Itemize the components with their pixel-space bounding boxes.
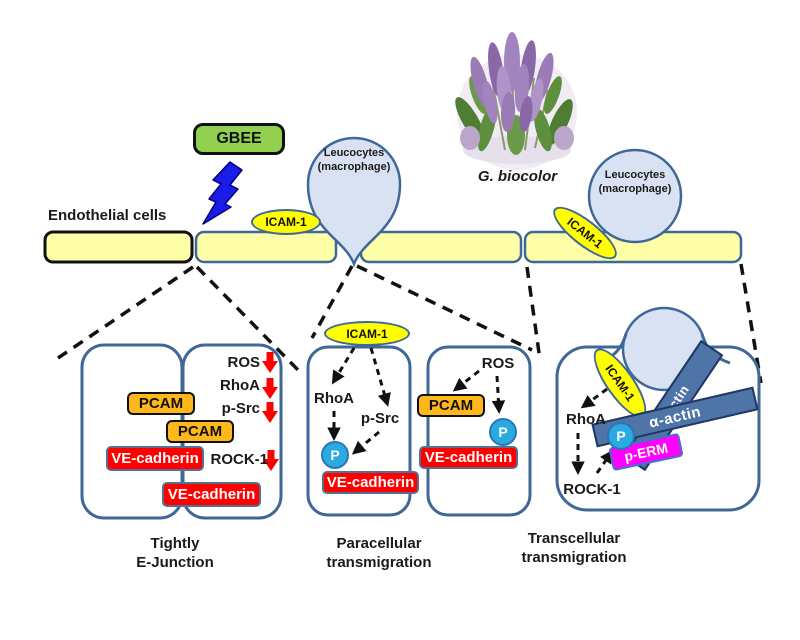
ve-cadherin-box: VE-cadherin [419,446,518,469]
down-arrow-icon [262,402,278,423]
lightning-bolt-icon [202,161,243,225]
pcam-box: PCAM [166,420,234,443]
psrc-label: p-Src [360,409,400,427]
caption-line2: transmigration [521,549,627,566]
leucocyte-balloon-label: Leucocytes (macrophage) [305,141,403,181]
leucocyte-circle [587,148,683,244]
icam1-ellipse: ICAM-1 [324,321,410,346]
icam1-ellipse: ICAM-1 [251,209,321,235]
psrc-label: p-Src [221,399,260,417]
funnel-dash-line [525,266,542,361]
rock1-label: ROCK-1 [210,450,268,468]
caption-paracellular: Paracellular transmigration [319,532,439,576]
leucocytes-line1: Leucocytes [323,147,385,160]
funnel-dash-line [739,263,763,384]
rhoa-label: RhoA [220,376,260,394]
ve-cadherin-box: VE-cadherin [162,482,261,507]
signal-arrow [580,387,608,409]
membrane-segment-3 [359,230,523,264]
ros-label: ROS [481,354,515,372]
funnel-dash-line [310,265,354,339]
rhoa-label: RhoA [566,410,606,428]
signal-arrow [491,375,506,415]
gbee-box: GBEE [193,123,285,155]
membrane-segment-1 [43,230,194,264]
signal-arrow [452,369,480,392]
signal-arrow [595,449,614,474]
signal-arrow [369,347,391,407]
funnel-dash-line [57,265,194,360]
plant-name-label: G. biocolor [477,167,558,185]
leucocytes-line2: (macrophage) [317,161,391,173]
ros-label: ROS [227,353,260,371]
pcam-box: PCAM [127,392,195,415]
phospho-circle: P [321,441,349,469]
plant-photo [455,32,577,170]
decrease-arrows [262,352,279,471]
funnel-dash-line [356,264,533,352]
caption-line2: E-Junction [136,554,214,571]
signal-arrows [327,347,614,476]
caption-transcellular: Transcellular transmigration [504,527,644,571]
leucocytes-line1: Leucocytes [604,169,666,182]
funnel-dash-line [195,265,302,374]
leucocyte-circle-label: Leucocytes (macrophage) [586,163,684,203]
signal-arrow [351,430,380,455]
down-arrow-icon [263,450,279,471]
caption-line2: transmigration [326,554,432,571]
caption-tight-junction: Tightly E-Junction [115,532,235,576]
membrane-segment-2 [194,230,338,264]
rhoa-label: RhoA [314,389,354,407]
leucocytes-line2: (macrophage) [598,183,672,195]
down-arrow-icon [262,352,278,373]
zoom-funnel-lines [57,263,763,384]
phospho-circle: P [489,418,517,446]
endothelial-cells-label: Endothelial cells [48,206,167,224]
caption-line1: Paracellular [336,535,422,553]
pcam-box: PCAM [417,394,485,417]
ve-cadherin-box: VE-cadherin [322,471,419,494]
ve-cadherin-box: VE-cadherin [106,446,204,471]
down-arrow-icon [262,378,278,399]
caption-line1: Transcellular [527,530,621,548]
phospho-circle: P [607,422,635,450]
rock1-label: ROCK-1 [563,480,621,498]
caption-line1: Tightly [150,535,200,553]
